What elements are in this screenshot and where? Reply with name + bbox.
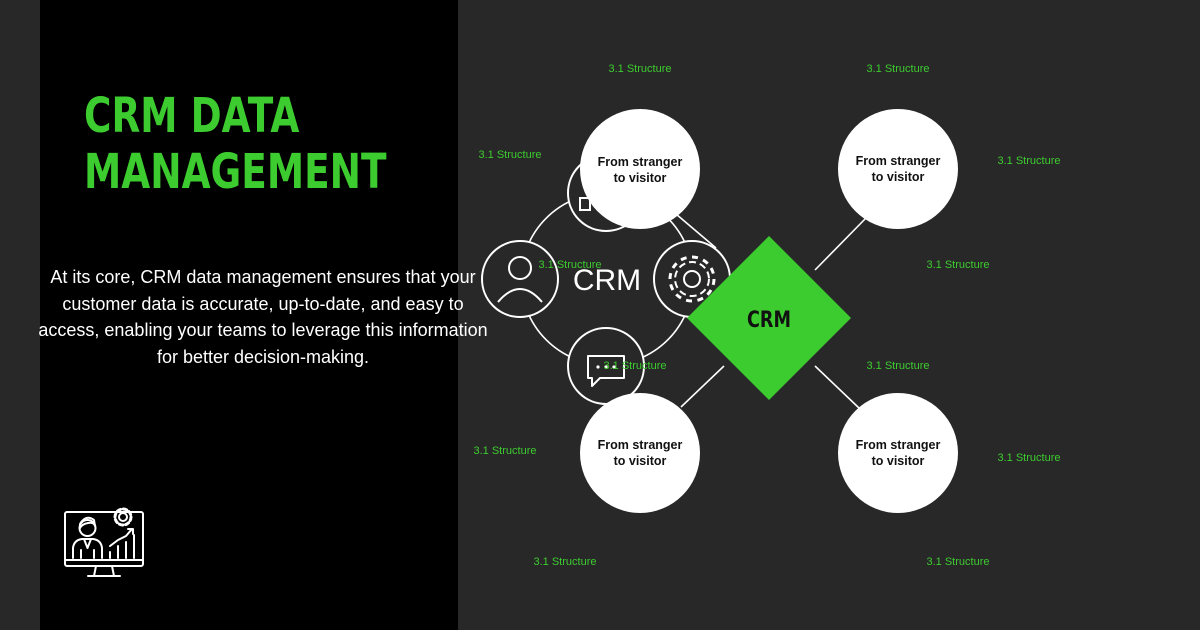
node-label-line-2: to visitor <box>872 454 925 468</box>
structure-label: 3.1 Structure <box>927 556 990 568</box>
left-panel <box>40 0 458 630</box>
crm-hub-diamond <box>687 236 851 400</box>
title-line-2: MANAGEMENT <box>84 144 387 200</box>
structure-label: 3.1 Structure <box>539 259 602 271</box>
connector-line <box>675 213 717 249</box>
connector-line <box>814 217 867 271</box>
node-label-line-1: From stranger <box>598 438 683 452</box>
structure-label: 3.1 Structure <box>609 63 672 75</box>
node-bottom-left: From stranger to visitor <box>580 393 700 513</box>
structure-label: 3.1 Structure <box>867 63 930 75</box>
node-label-line-1: From stranger <box>598 155 683 169</box>
node-label-line-2: to visitor <box>614 454 667 468</box>
structure-label: 3.1 Structure <box>474 445 537 457</box>
crm-hub: CRM <box>687 236 851 400</box>
node-label-line-1: From stranger <box>856 154 941 168</box>
connector-line <box>680 365 725 408</box>
node-label-line-2: to visitor <box>614 171 667 185</box>
structure-label: 3.1 Structure <box>998 155 1061 167</box>
page-title: CRM DATA MANAGEMENT <box>84 88 387 200</box>
crm-wheel-label: CRM <box>573 264 641 297</box>
person-icon <box>481 240 559 318</box>
structure-label: 3.1 Structure <box>534 556 597 568</box>
node-label-line-2: to visitor <box>872 170 925 184</box>
title-line-1: CRM DATA <box>84 88 300 144</box>
connector-lines <box>675 213 867 409</box>
structure-labels: 3.1 Structure 3.1 Structure 3.1 Structur… <box>474 63 1061 568</box>
connector-line <box>814 365 860 409</box>
structure-label: 3.1 Structure <box>998 452 1061 464</box>
structure-label: 3.1 Structure <box>479 149 542 161</box>
node-top-left: From stranger to visitor <box>580 109 700 229</box>
left-margin <box>0 0 40 630</box>
structure-label: 3.1 Structure <box>927 259 990 271</box>
crm-monitor-icon <box>64 507 144 577</box>
structure-label: 3.1 Structure <box>604 360 667 372</box>
node-bottom-right: From stranger to visitor <box>838 393 958 513</box>
crm-hub-label: CRM <box>747 307 791 332</box>
node-label-line-1: From stranger <box>856 438 941 452</box>
node-top-right: From stranger to visitor <box>838 109 958 229</box>
description-text: At its core, CRM data management ensures… <box>38 267 488 367</box>
structure-label: 3.1 Structure <box>867 360 930 372</box>
chat-icon <box>567 327 645 405</box>
